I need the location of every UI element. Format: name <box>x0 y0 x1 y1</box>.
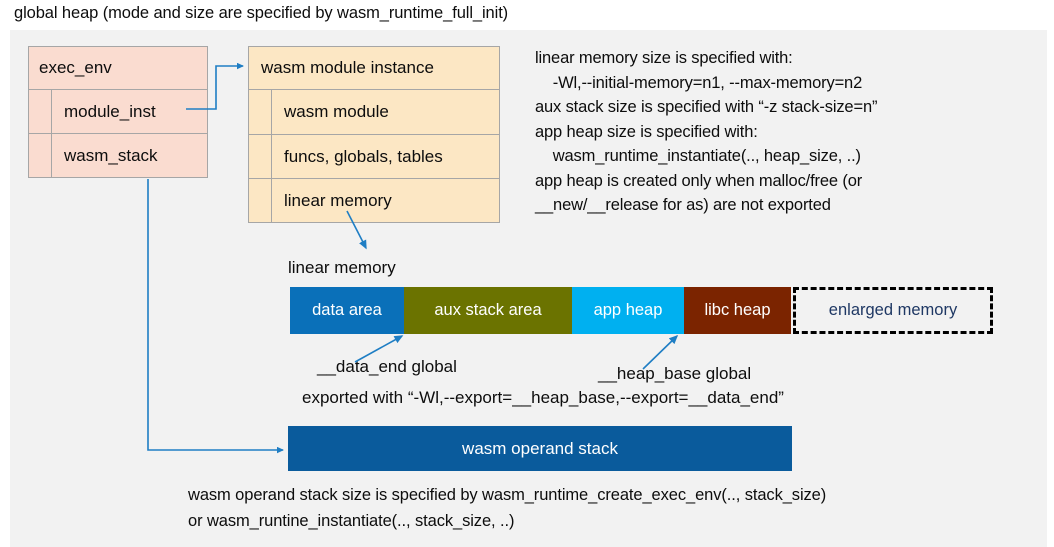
memory-segment-aux-stack-area: aux stack area <box>404 287 572 334</box>
wasm-module-instance-box: wasm module instance wasm module funcs, … <box>248 46 500 223</box>
memory-segment-data-area: data area <box>290 287 404 334</box>
exec-env-header-row: exec_env <box>29 47 207 90</box>
wasm-operand-stack-bar: wasm operand stack <box>288 426 792 471</box>
module-instance-header-label: wasm module instance <box>261 58 434 77</box>
module-instance-field-funcs-globals-tables: funcs, globals, tables <box>249 135 499 179</box>
module-instance-header-row: wasm module instance <box>249 47 499 90</box>
memory-segment-app-heap: app heap <box>572 287 684 334</box>
memory-spec-note: linear memory size is specified with: -W… <box>535 49 878 214</box>
indent-gutter <box>249 179 272 222</box>
wasm-module-label: wasm module <box>284 102 389 121</box>
annotation-data-end: __data_end global <box>317 357 457 376</box>
linear-memory-field-label: linear memory <box>284 190 392 210</box>
module-instance-field-wasm-module: wasm module <box>249 90 499 135</box>
exec-env-box: exec_env module_inst wasm_stack <box>28 46 208 178</box>
page-title: global heap (mode and size are specified… <box>14 4 509 22</box>
funcs-globals-tables-label: funcs, globals, tables <box>284 146 443 166</box>
indent-gutter <box>249 135 272 178</box>
exec-env-header-label: exec_env <box>39 58 112 77</box>
linear-memory-caption: linear memory <box>288 258 396 277</box>
exec-env-field-wasm-stack: wasm_stack <box>29 134 207 177</box>
indent-gutter <box>29 90 52 133</box>
annotation-heap-base: __heap_base global <box>598 364 752 383</box>
module-instance-field-linear-memory: linear memory <box>249 179 499 222</box>
operand-stack-note: wasm operand stack size is specified by … <box>188 486 827 530</box>
annotation-exported-with: exported with “-Wl,--export=__heap_base,… <box>302 388 784 407</box>
indent-gutter <box>249 90 272 134</box>
module-inst-label: module_inst <box>64 101 156 121</box>
indent-gutter <box>29 134 52 177</box>
exec-env-field-module-inst: module_inst <box>29 90 207 134</box>
linear-memory-bar: data area aux stack area app heap libc h… <box>290 287 993 334</box>
wasm-stack-label: wasm_stack <box>64 145 158 165</box>
memory-segment-libc-heap: libc heap <box>684 287 791 334</box>
memory-segment-enlarged-memory: enlarged memory <box>793 287 993 334</box>
